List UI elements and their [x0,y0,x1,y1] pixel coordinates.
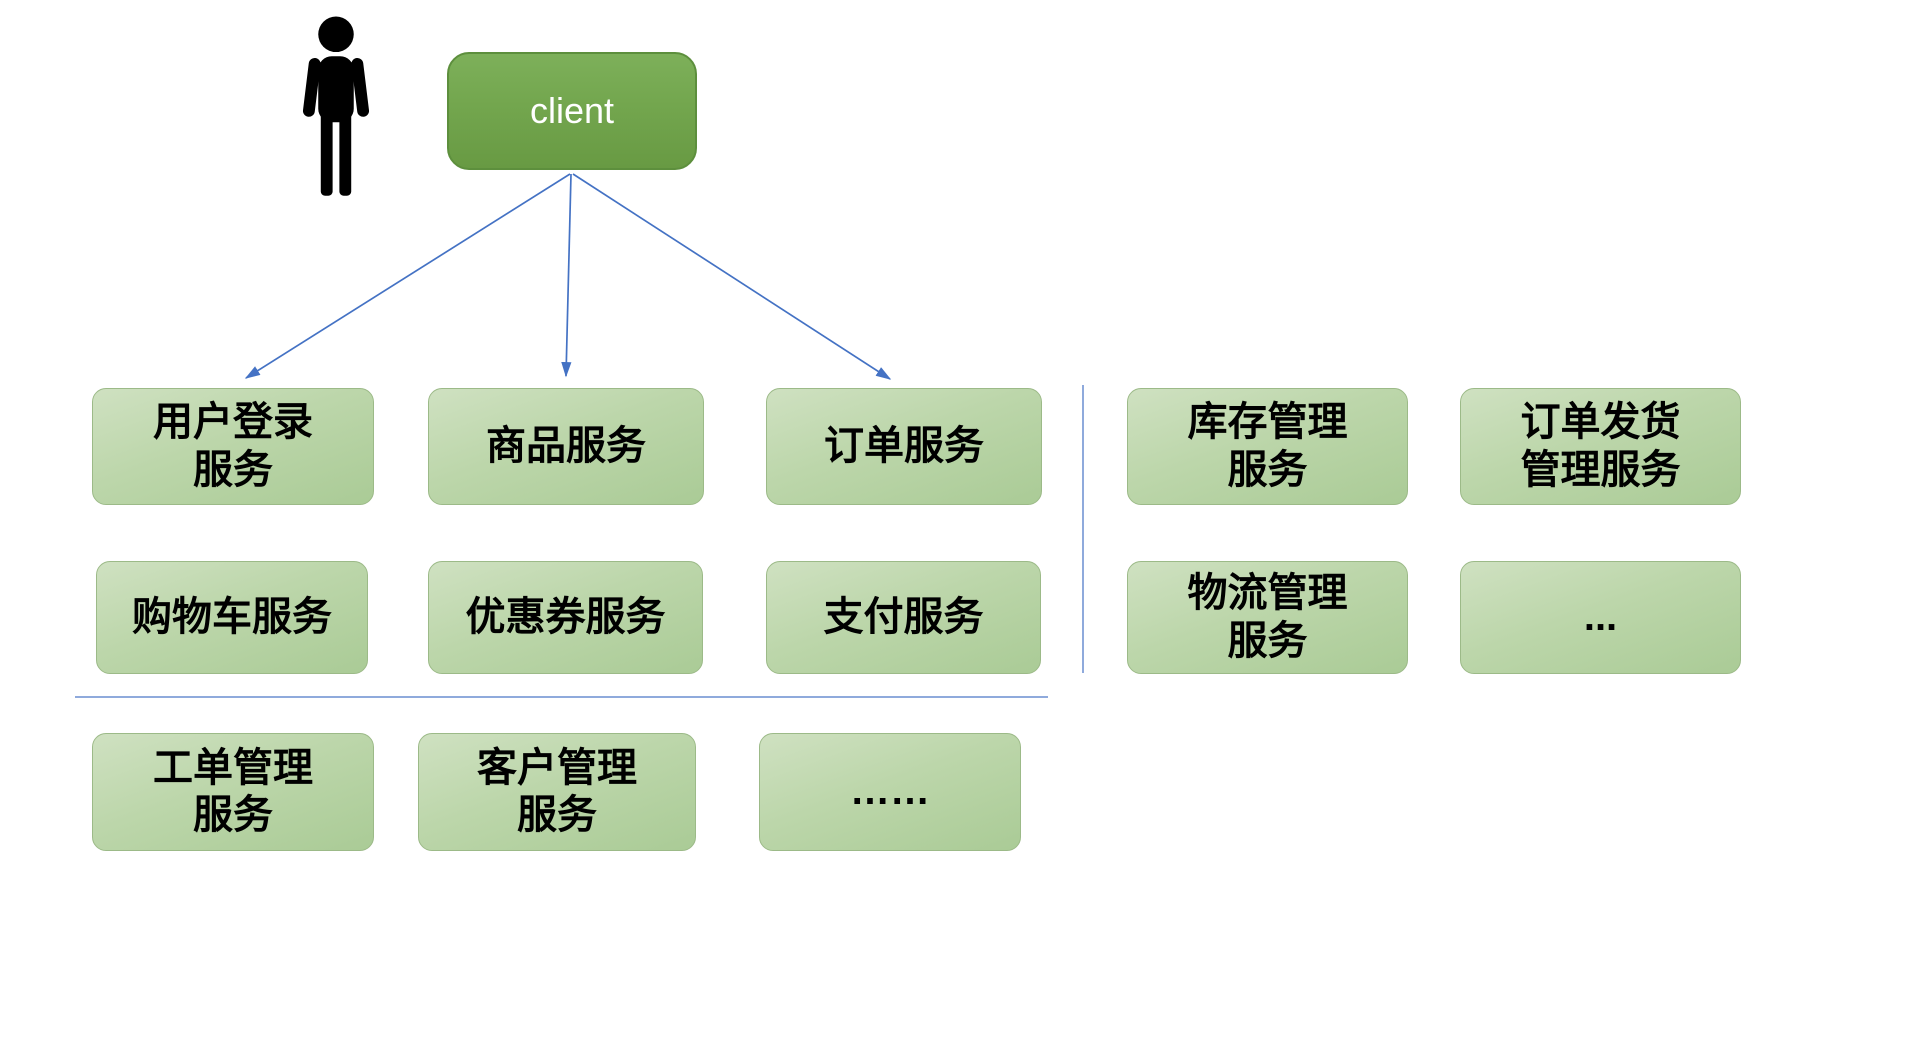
service-label-more-right: ... [1583,594,1618,639]
arrow-client-to-order [572,173,892,380]
service-label-product: 商品服务 [486,423,646,468]
service-label-cart: 购物车服务 [132,594,332,639]
service-label-inventory: 库存管理 服务 [1187,400,1348,492]
service-box-user-login: 用户登录 服务 [92,388,374,505]
service-box-order-shipping: 订单发货 管理服务 [1460,388,1741,505]
service-label-more-bottom: …… [850,769,930,814]
service-label-order: 订单服务 [824,423,984,468]
service-label-order-shipping: 订单发货 管理服务 [1520,400,1681,492]
person-icon [302,16,370,196]
service-label-customer: 客户管理 服务 [477,745,637,837]
service-label-work-order: 工单管理 服务 [153,745,313,837]
service-box-more-right: ... [1460,561,1741,674]
service-label-user-login: 用户登录 服务 [153,400,313,492]
vertical-divider [1082,385,1084,673]
arrow-client-to-user-login [244,173,571,379]
service-box-customer: 客户管理 服务 [418,733,696,851]
service-box-cart: 购物车服务 [96,561,368,674]
client-box: client [447,52,697,170]
horizontal-divider [75,696,1048,698]
service-label-payment: 支付服务 [823,594,984,639]
client-label: client [529,90,615,131]
service-label-coupon: 优惠券服务 [465,594,666,639]
service-label-logistics: 物流管理 服务 [1187,571,1348,663]
service-box-work-order: 工单管理 服务 [92,733,374,851]
arrow-client-to-product [561,173,572,378]
service-box-product: 商品服务 [428,388,704,505]
service-box-more-bottom: …… [759,733,1021,851]
service-box-order: 订单服务 [766,388,1042,505]
service-box-coupon: 优惠券服务 [428,561,703,674]
service-box-inventory: 库存管理 服务 [1127,388,1408,505]
service-box-logistics: 物流管理 服务 [1127,561,1408,674]
service-box-payment: 支付服务 [766,561,1041,674]
